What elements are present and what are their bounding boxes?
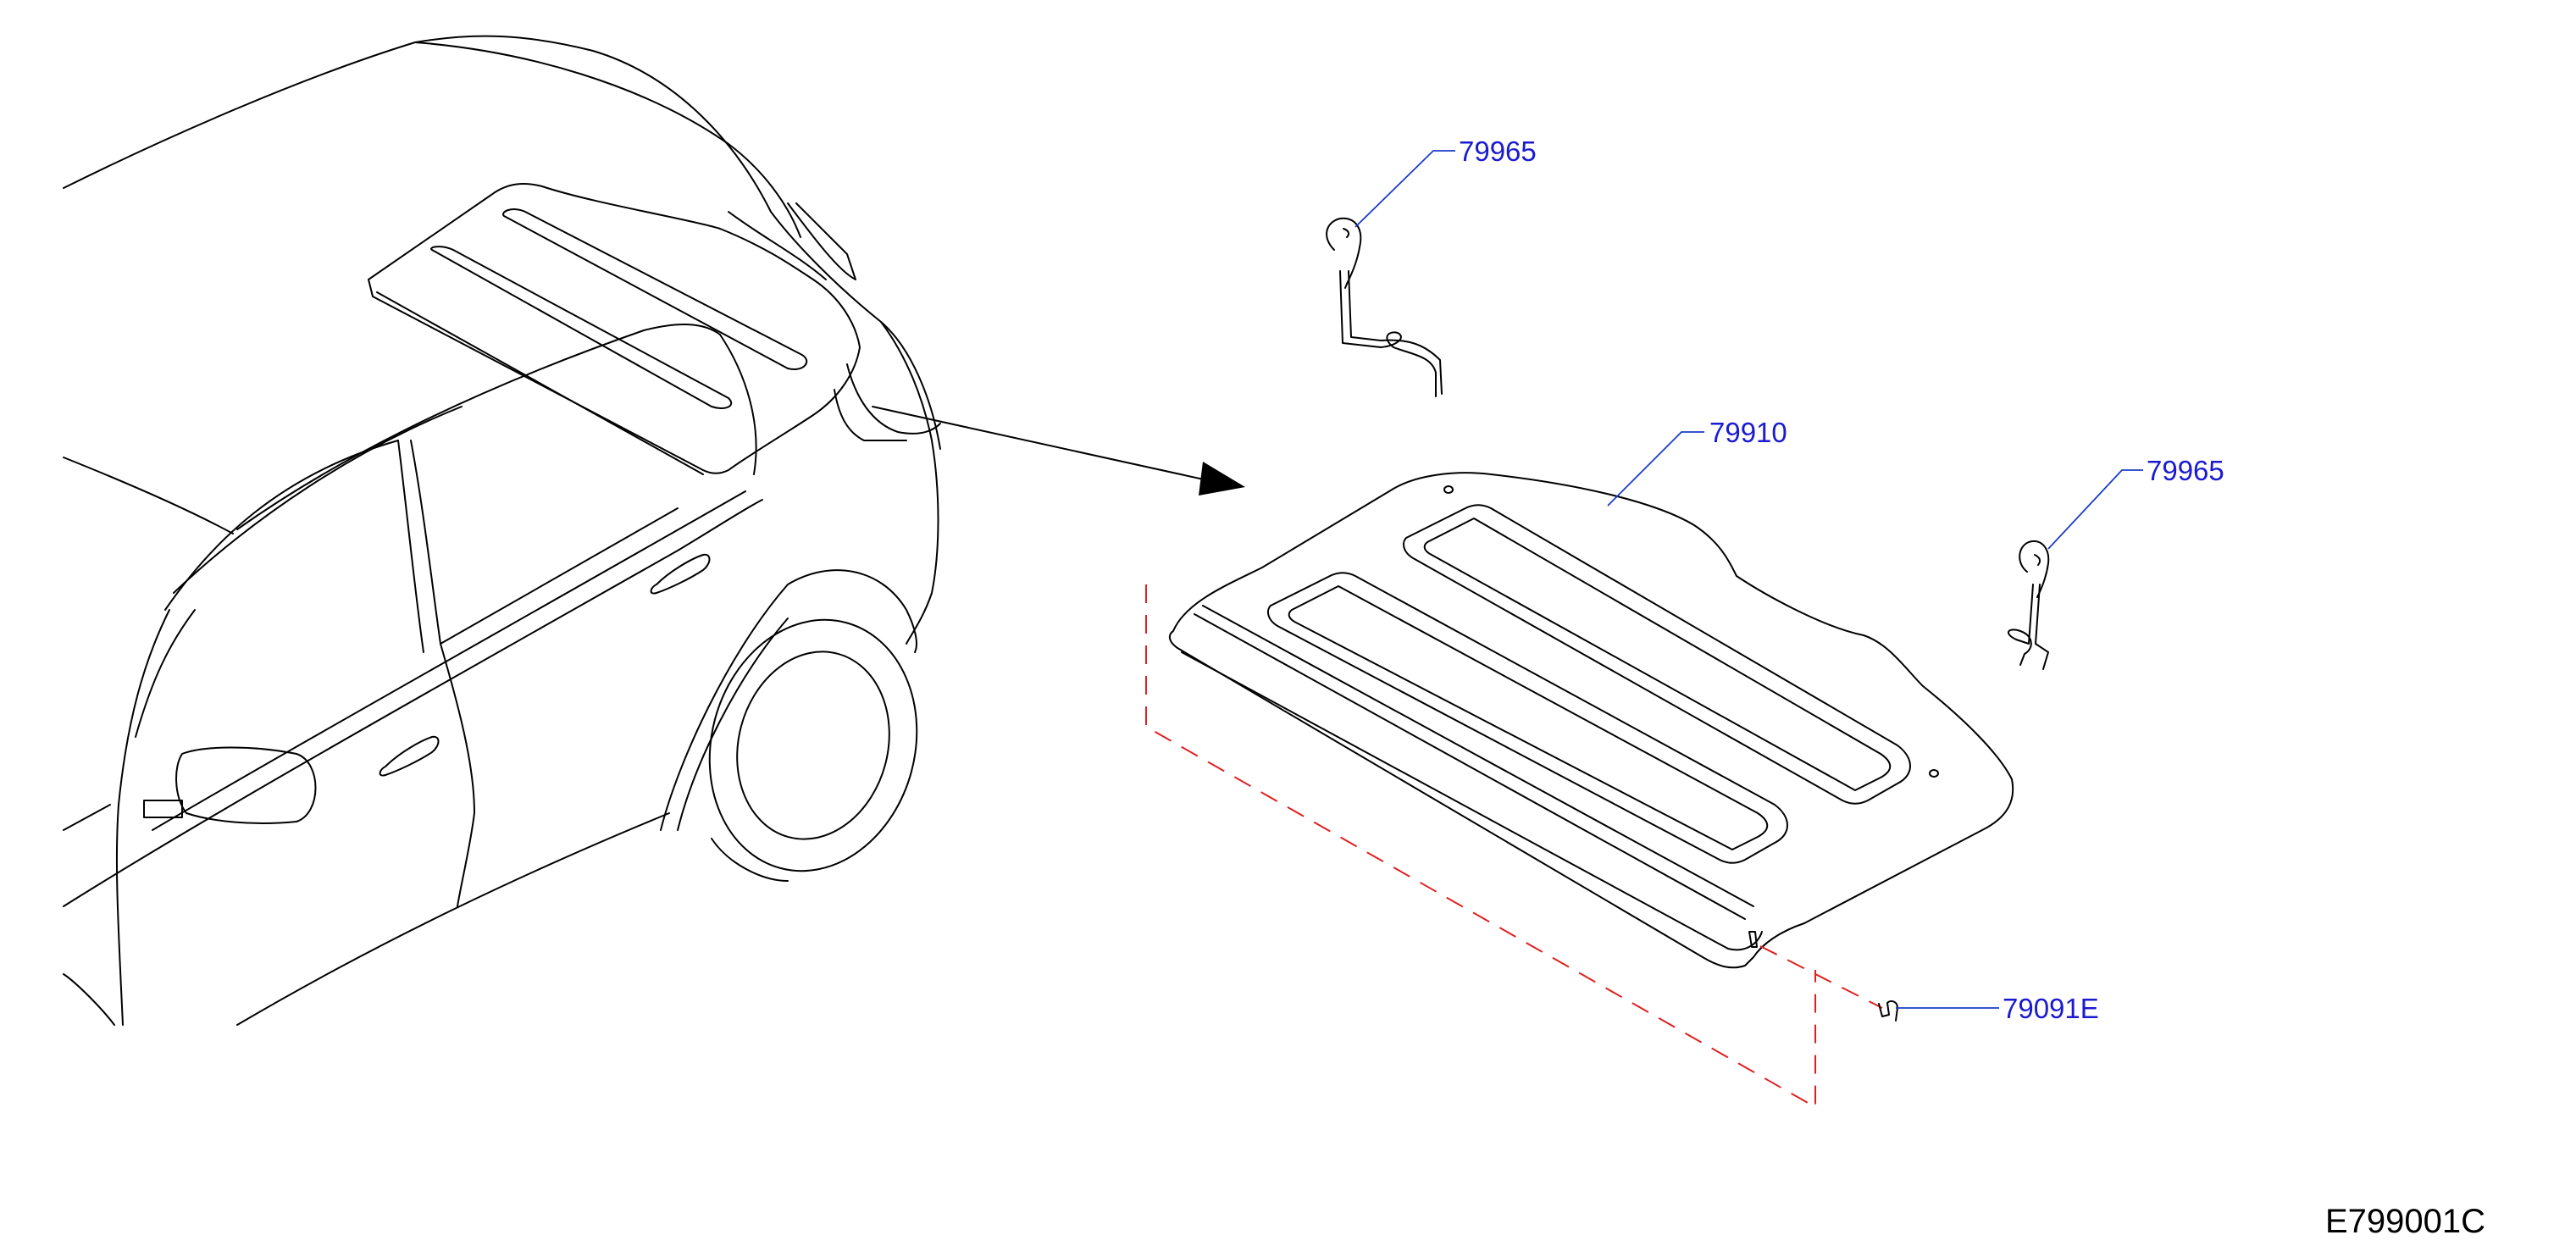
hook-right [2008, 540, 2050, 670]
shelf-in-vehicle [368, 183, 861, 475]
hook-left [1326, 217, 1443, 397]
vehicle-outline [63, 35, 941, 1026]
figure-code: E799001C [2325, 1203, 2485, 1240]
callout-leaders [1354, 150, 2143, 1009]
pointer-arrow [872, 406, 1245, 496]
dashed-guides [1145, 584, 1883, 1109]
callout-label-parcel-shelf: 79910 [1709, 417, 1787, 448]
parcel-shelf [1168, 472, 2014, 969]
callout-label-clip: 79091E [2003, 993, 2099, 1024]
clip [1878, 1000, 1898, 1022]
callout-label-hook-left: 79965 [1459, 136, 1537, 167]
callout-label-hook-right: 79965 [2147, 455, 2224, 486]
